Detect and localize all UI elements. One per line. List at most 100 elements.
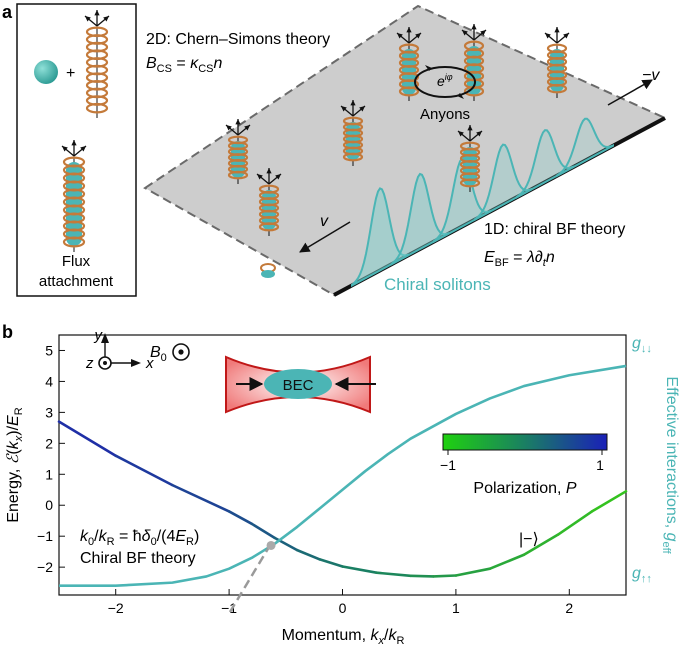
y-tick-label: −2 bbox=[37, 559, 53, 575]
arrowhead-icon bbox=[480, 30, 486, 36]
g-eff-curve bbox=[59, 364, 627, 588]
arrowhead-icon bbox=[80, 146, 86, 152]
b-field-dot-icon bbox=[178, 349, 184, 355]
soliton-peak bbox=[516, 129, 574, 199]
arrowhead-icon bbox=[226, 125, 232, 131]
dispersion-segment bbox=[171, 483, 231, 513]
panel-a-letter: a bbox=[2, 2, 13, 22]
y-arrowhead-icon bbox=[101, 333, 109, 343]
g-down-down-tick: g↓↓ bbox=[632, 335, 652, 355]
exchange-arrow-bottom bbox=[457, 93, 464, 99]
x-axis-label: Momentum, kx/kR bbox=[282, 627, 405, 647]
arrowhead-icon bbox=[266, 168, 272, 174]
arrowhead-icon bbox=[85, 16, 91, 22]
coil-turn bbox=[258, 222, 280, 232]
arrowhead-icon bbox=[554, 27, 560, 33]
chiral-solitons-label: Chiral solitons bbox=[384, 275, 491, 294]
colorbar-label: Polarization, P bbox=[473, 480, 577, 497]
coil-turn bbox=[85, 102, 109, 114]
y-tick-label: 5 bbox=[45, 342, 53, 358]
arrowhead-icon bbox=[244, 125, 250, 131]
arrowhead-icon bbox=[103, 16, 109, 22]
anyon-coil bbox=[457, 125, 483, 192]
dispersion-segment bbox=[318, 558, 344, 568]
arrowhead-icon bbox=[235, 119, 241, 125]
arrowhead-icon bbox=[359, 106, 365, 112]
coord-y-label: y bbox=[94, 327, 104, 344]
arrowhead-icon bbox=[71, 140, 77, 146]
bf-title: 1D: chiral BF theory bbox=[484, 221, 625, 238]
dispersion-segment bbox=[57, 420, 117, 458]
chiral-soliton-waves bbox=[351, 117, 614, 288]
anyons-label: Anyons bbox=[420, 106, 470, 123]
bf-formula: EBF = λ∂tn bbox=[484, 249, 555, 269]
colorbar-min-label: −1 bbox=[440, 457, 456, 473]
dispersion-segment bbox=[273, 536, 299, 552]
y-tick-label: 3 bbox=[45, 404, 53, 420]
dispersion-segment bbox=[431, 574, 458, 578]
y-tick-label: −1 bbox=[37, 528, 53, 544]
coil-turn bbox=[62, 236, 86, 248]
velocity-left-label: v bbox=[320, 213, 329, 230]
dispersion-segment bbox=[454, 567, 492, 577]
dispersion-segment bbox=[375, 571, 412, 578]
y-axis-ticks: −2 −1 0 1 2 3 4 5 bbox=[37, 342, 65, 575]
velocity-arrow-left bbox=[299, 221, 351, 253]
coil-turn bbox=[459, 178, 481, 188]
dispersion-segment bbox=[227, 510, 254, 526]
anyon-exchange-loop bbox=[414, 66, 476, 98]
x-tick-label: −1 bbox=[221, 600, 237, 616]
colorbar-max-label: 1 bbox=[596, 457, 604, 473]
arrowhead-icon bbox=[275, 174, 281, 180]
chiral-bf-annotation: Chiral BF theory bbox=[80, 550, 196, 567]
x-tick-label: 2 bbox=[565, 600, 573, 616]
anyon-coil bbox=[256, 168, 282, 236]
arrowhead-icon bbox=[406, 27, 412, 33]
x-tick-label: 1 bbox=[452, 600, 460, 616]
x-tick-label: −2 bbox=[108, 600, 124, 616]
arrowhead-icon bbox=[257, 174, 263, 180]
polarization-colorbar bbox=[442, 433, 608, 451]
anyon-coil bbox=[340, 100, 366, 166]
arrowhead-icon bbox=[415, 33, 421, 39]
coil-turn bbox=[546, 83, 568, 94]
dispersion-segment bbox=[341, 565, 378, 575]
coil-turn bbox=[227, 170, 249, 180]
bec-label: BEC bbox=[283, 377, 314, 394]
arrowhead-icon bbox=[563, 33, 569, 39]
y-tick-label: 2 bbox=[45, 435, 53, 451]
dispersion-segment bbox=[488, 553, 526, 570]
velocity-right-label: −v bbox=[642, 67, 660, 84]
anyon-coil bbox=[544, 27, 570, 98]
anyon-coil bbox=[225, 119, 251, 184]
y-tick-label: 4 bbox=[45, 373, 53, 389]
coord-x-label: x bbox=[145, 355, 154, 372]
arrowhead-icon bbox=[462, 30, 468, 36]
y-tick-label: 0 bbox=[45, 497, 53, 513]
arrowhead-icon bbox=[397, 33, 403, 39]
crossing-point-marker bbox=[266, 540, 276, 550]
dispersion-segment bbox=[556, 510, 594, 536]
arrowhead-icon bbox=[458, 131, 464, 137]
cs-title: 2D: Chern–Simons theory bbox=[146, 31, 330, 48]
dispersion-segment bbox=[114, 454, 174, 487]
velocity-arrow-right bbox=[607, 79, 653, 106]
anyon-coils bbox=[225, 24, 570, 278]
minus-branch-label: |−⟩ bbox=[519, 531, 539, 548]
anyon-coil bbox=[396, 27, 422, 101]
x-arrowhead-icon bbox=[131, 359, 141, 367]
flux-label-line2: attachment bbox=[39, 273, 114, 290]
arrowhead-icon bbox=[350, 100, 356, 106]
attached-flux-coil bbox=[61, 140, 87, 252]
exchange-arrow-top bbox=[425, 65, 432, 71]
arrowhead-icon bbox=[341, 106, 347, 112]
dispersion-segment bbox=[295, 548, 322, 561]
dispersion-segment bbox=[590, 490, 628, 513]
particle-ball bbox=[34, 60, 58, 84]
bec-cloud bbox=[264, 369, 332, 399]
y-tick-label: 1 bbox=[45, 466, 53, 482]
k0-formula: k0/kR = ħδ0/(4ER) bbox=[80, 528, 199, 548]
sunk-ball bbox=[261, 270, 275, 278]
g-up-up-tick: g↑↑ bbox=[632, 565, 652, 585]
